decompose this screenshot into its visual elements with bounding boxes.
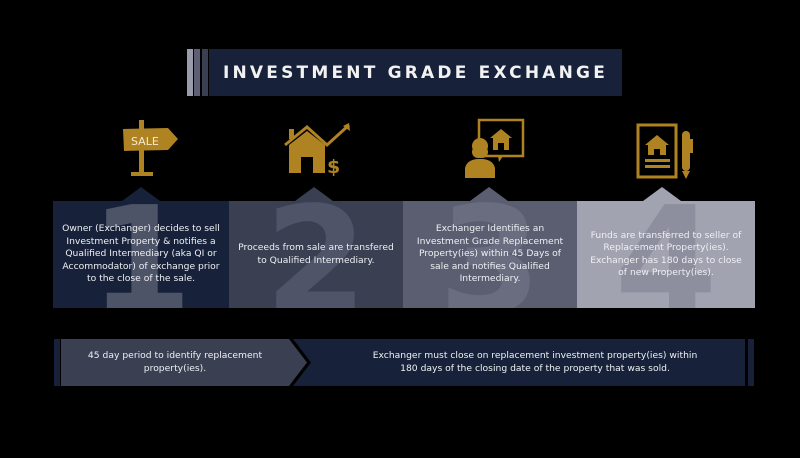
agent-presenting-house-icon xyxy=(463,118,527,178)
timeline-right-strip xyxy=(748,339,754,386)
step-1-pointer xyxy=(122,187,160,201)
page-title: INVESTMENT GRADE EXCHANGE xyxy=(222,62,609,83)
svg-text:SALE: SALE xyxy=(131,135,159,148)
step-3-number: 3 xyxy=(438,201,542,308)
timeline-phase2-text: Exchanger must close on replacement inve… xyxy=(372,349,698,374)
timeline-phase1-text: 45 day period to identify replacement pr… xyxy=(87,349,263,374)
title-stripe-mid xyxy=(194,49,200,96)
step-4-number: 4 xyxy=(614,201,718,308)
house-growth-dollar-icon: $ xyxy=(283,123,353,178)
step-4-text: Funds are transferred to seller of Repla… xyxy=(590,229,742,278)
title-box: INVESTMENT GRADE EXCHANGE xyxy=(209,49,622,96)
property-document-pen-icon xyxy=(636,123,696,181)
step-1-number: 1 xyxy=(89,201,193,308)
step-4-box: 4 Funds are transferred to seller of Rep… xyxy=(577,201,755,308)
title-stripe-dark xyxy=(202,49,208,96)
step-2-text: Proceeds from sale are transfered to Qua… xyxy=(238,242,394,266)
timeline-phase1-chevron xyxy=(61,339,311,386)
step-3-box: 3 Exchanger Identifies an Investment Gra… xyxy=(403,201,577,308)
step-4-pointer xyxy=(643,187,681,201)
svg-text:$: $ xyxy=(327,156,340,178)
step-2-pointer xyxy=(295,187,333,201)
step-3-text: Exchanger Identifies an Investment Grade… xyxy=(416,223,564,285)
step-2-box: 2 Proceeds from sale are transfered to Q… xyxy=(229,201,403,308)
step-1-box: 1 Owner (Exchanger) decides to sell Inve… xyxy=(53,201,229,308)
timeline-left-strip xyxy=(54,339,60,386)
title-stripe-light xyxy=(187,49,193,96)
step-1-text: Owner (Exchanger) decides to sell Invest… xyxy=(62,223,220,285)
step-2-number: 2 xyxy=(264,201,368,308)
sale-sign-icon: SALE xyxy=(120,120,180,178)
step-3-pointer xyxy=(470,187,508,201)
